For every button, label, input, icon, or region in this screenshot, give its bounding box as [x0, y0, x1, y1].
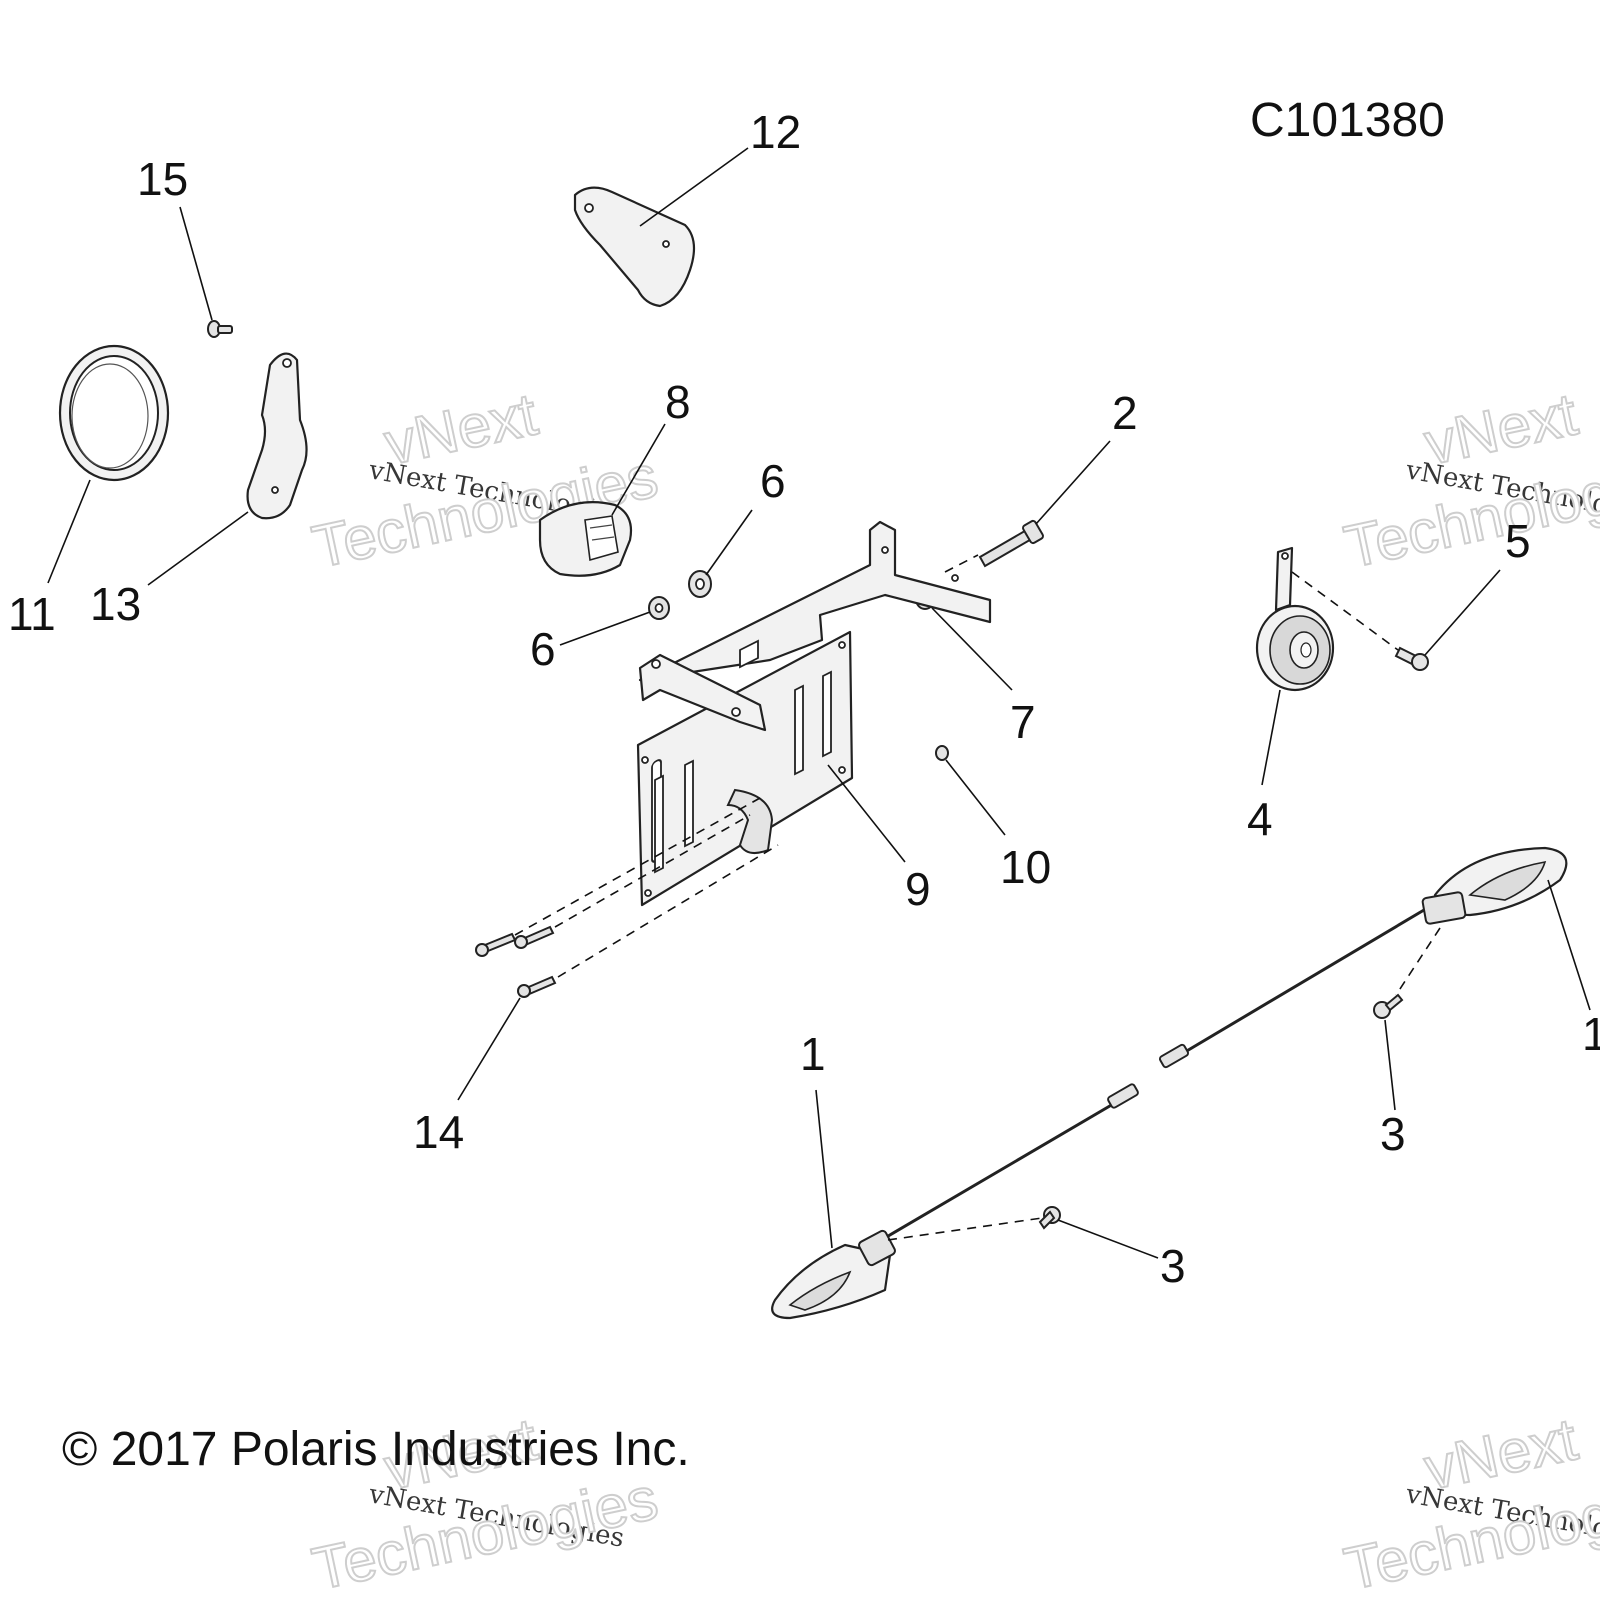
part-11-ring	[58, 344, 170, 482]
part-6-nut-lower	[648, 596, 670, 620]
dashline-3-left	[887, 1217, 1043, 1241]
part-15-screw	[207, 320, 233, 338]
copyright-notice: © 2017 Polaris Industries Inc.	[62, 1423, 690, 1476]
part-13-bracket	[246, 352, 308, 520]
watermark-bottom-right: vNext vNext Technologies Technologies	[1338, 1404, 1600, 1600]
leader-5	[1424, 569, 1501, 656]
part-14-screws	[475, 925, 557, 998]
leader-6-lower	[559, 611, 651, 646]
leader-8	[611, 423, 666, 516]
callout-9: 9	[905, 863, 931, 915]
watermark-top-right: vNext vNext Technologies Technologies	[1338, 379, 1600, 581]
callout-14: 14	[413, 1106, 464, 1158]
part-3-screw-left	[1038, 1206, 1061, 1230]
callout-13: 13	[90, 578, 141, 630]
part-2-bolt	[978, 519, 1044, 568]
callout-1-right: 1	[1582, 1008, 1600, 1060]
part-6-nut-upper	[688, 570, 712, 598]
leader-6-upper	[705, 509, 753, 576]
svg-text:Technologies: Technologies	[307, 1464, 664, 1600]
dashline-3-right	[1395, 927, 1441, 996]
callout-3-right: 3	[1380, 1108, 1406, 1160]
dashline-14b	[554, 814, 751, 928]
callout-2: 2	[1112, 387, 1138, 439]
part-4-horn	[1255, 546, 1335, 692]
leader-13	[147, 511, 249, 586]
leader-2	[1035, 440, 1111, 525]
part-9-plate-bracket	[636, 520, 992, 907]
dashline-2	[944, 554, 979, 573]
callout-5: 5	[1505, 515, 1531, 567]
callout-4: 4	[1247, 793, 1273, 845]
dashline-14c	[557, 844, 779, 978]
part-3-screw-right	[1373, 993, 1404, 1019]
part-5-bolt	[1394, 646, 1429, 671]
callout-11: 11	[8, 588, 56, 640]
part-10-nut	[935, 745, 949, 761]
leader-10	[945, 759, 1006, 836]
leader-1-left	[815, 1089, 833, 1249]
leader-3-left	[1057, 1219, 1159, 1259]
part-1-turn-signal-right	[1158, 846, 1568, 1069]
leader-11	[47, 479, 91, 584]
callout-12: 12	[750, 106, 801, 158]
part-1-turn-signal-left	[771, 1083, 1139, 1320]
leader-3-right	[1384, 1019, 1396, 1111]
callout-7: 7	[1010, 696, 1036, 748]
leader-14	[457, 997, 521, 1101]
callout-1-left: 1	[800, 1028, 826, 1080]
leader-9	[827, 764, 906, 863]
callout-6-upper: 6	[760, 455, 786, 507]
diagram-code: C101380	[1250, 94, 1445, 147]
leader-4	[1261, 689, 1281, 786]
leader-15	[179, 206, 213, 321]
dashline-5	[1291, 571, 1399, 651]
callout-8: 8	[665, 376, 691, 428]
callout-15: 15	[137, 153, 188, 205]
leader-1-right	[1547, 879, 1591, 1011]
part-8-housing	[538, 501, 633, 577]
leader-7	[931, 607, 1013, 691]
callout-6-lower: 6	[530, 623, 556, 675]
leader-12	[639, 147, 749, 227]
callout-10: 10	[1000, 841, 1051, 893]
callout-3-left: 3	[1160, 1240, 1186, 1292]
part-12-bracket	[573, 186, 696, 308]
